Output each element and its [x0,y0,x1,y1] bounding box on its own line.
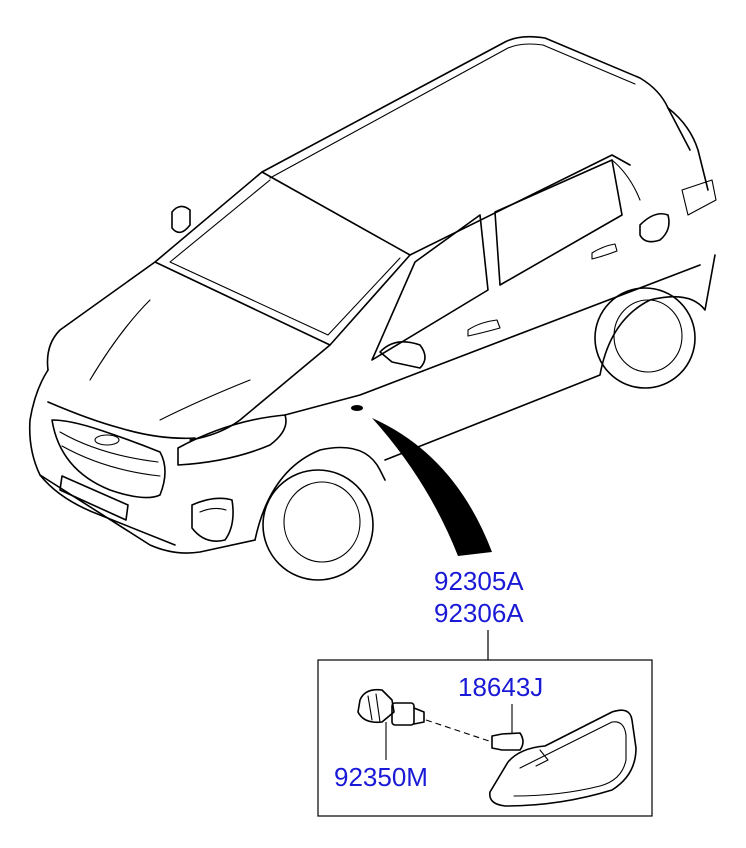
bulb-part [491,704,524,751]
label-92350m: 92350M [334,762,428,792]
assembly-dashed-line [425,719,493,743]
socket-part [357,688,425,760]
car-illustration [28,35,717,581]
side-repeater-lamp [488,709,637,807]
pointer-wedge [372,418,492,556]
label-18643j: 18643J [458,672,543,702]
label-92306a: 92306A [434,598,524,628]
detail-box [317,659,653,817]
label-92305a: 92305A [434,566,524,596]
